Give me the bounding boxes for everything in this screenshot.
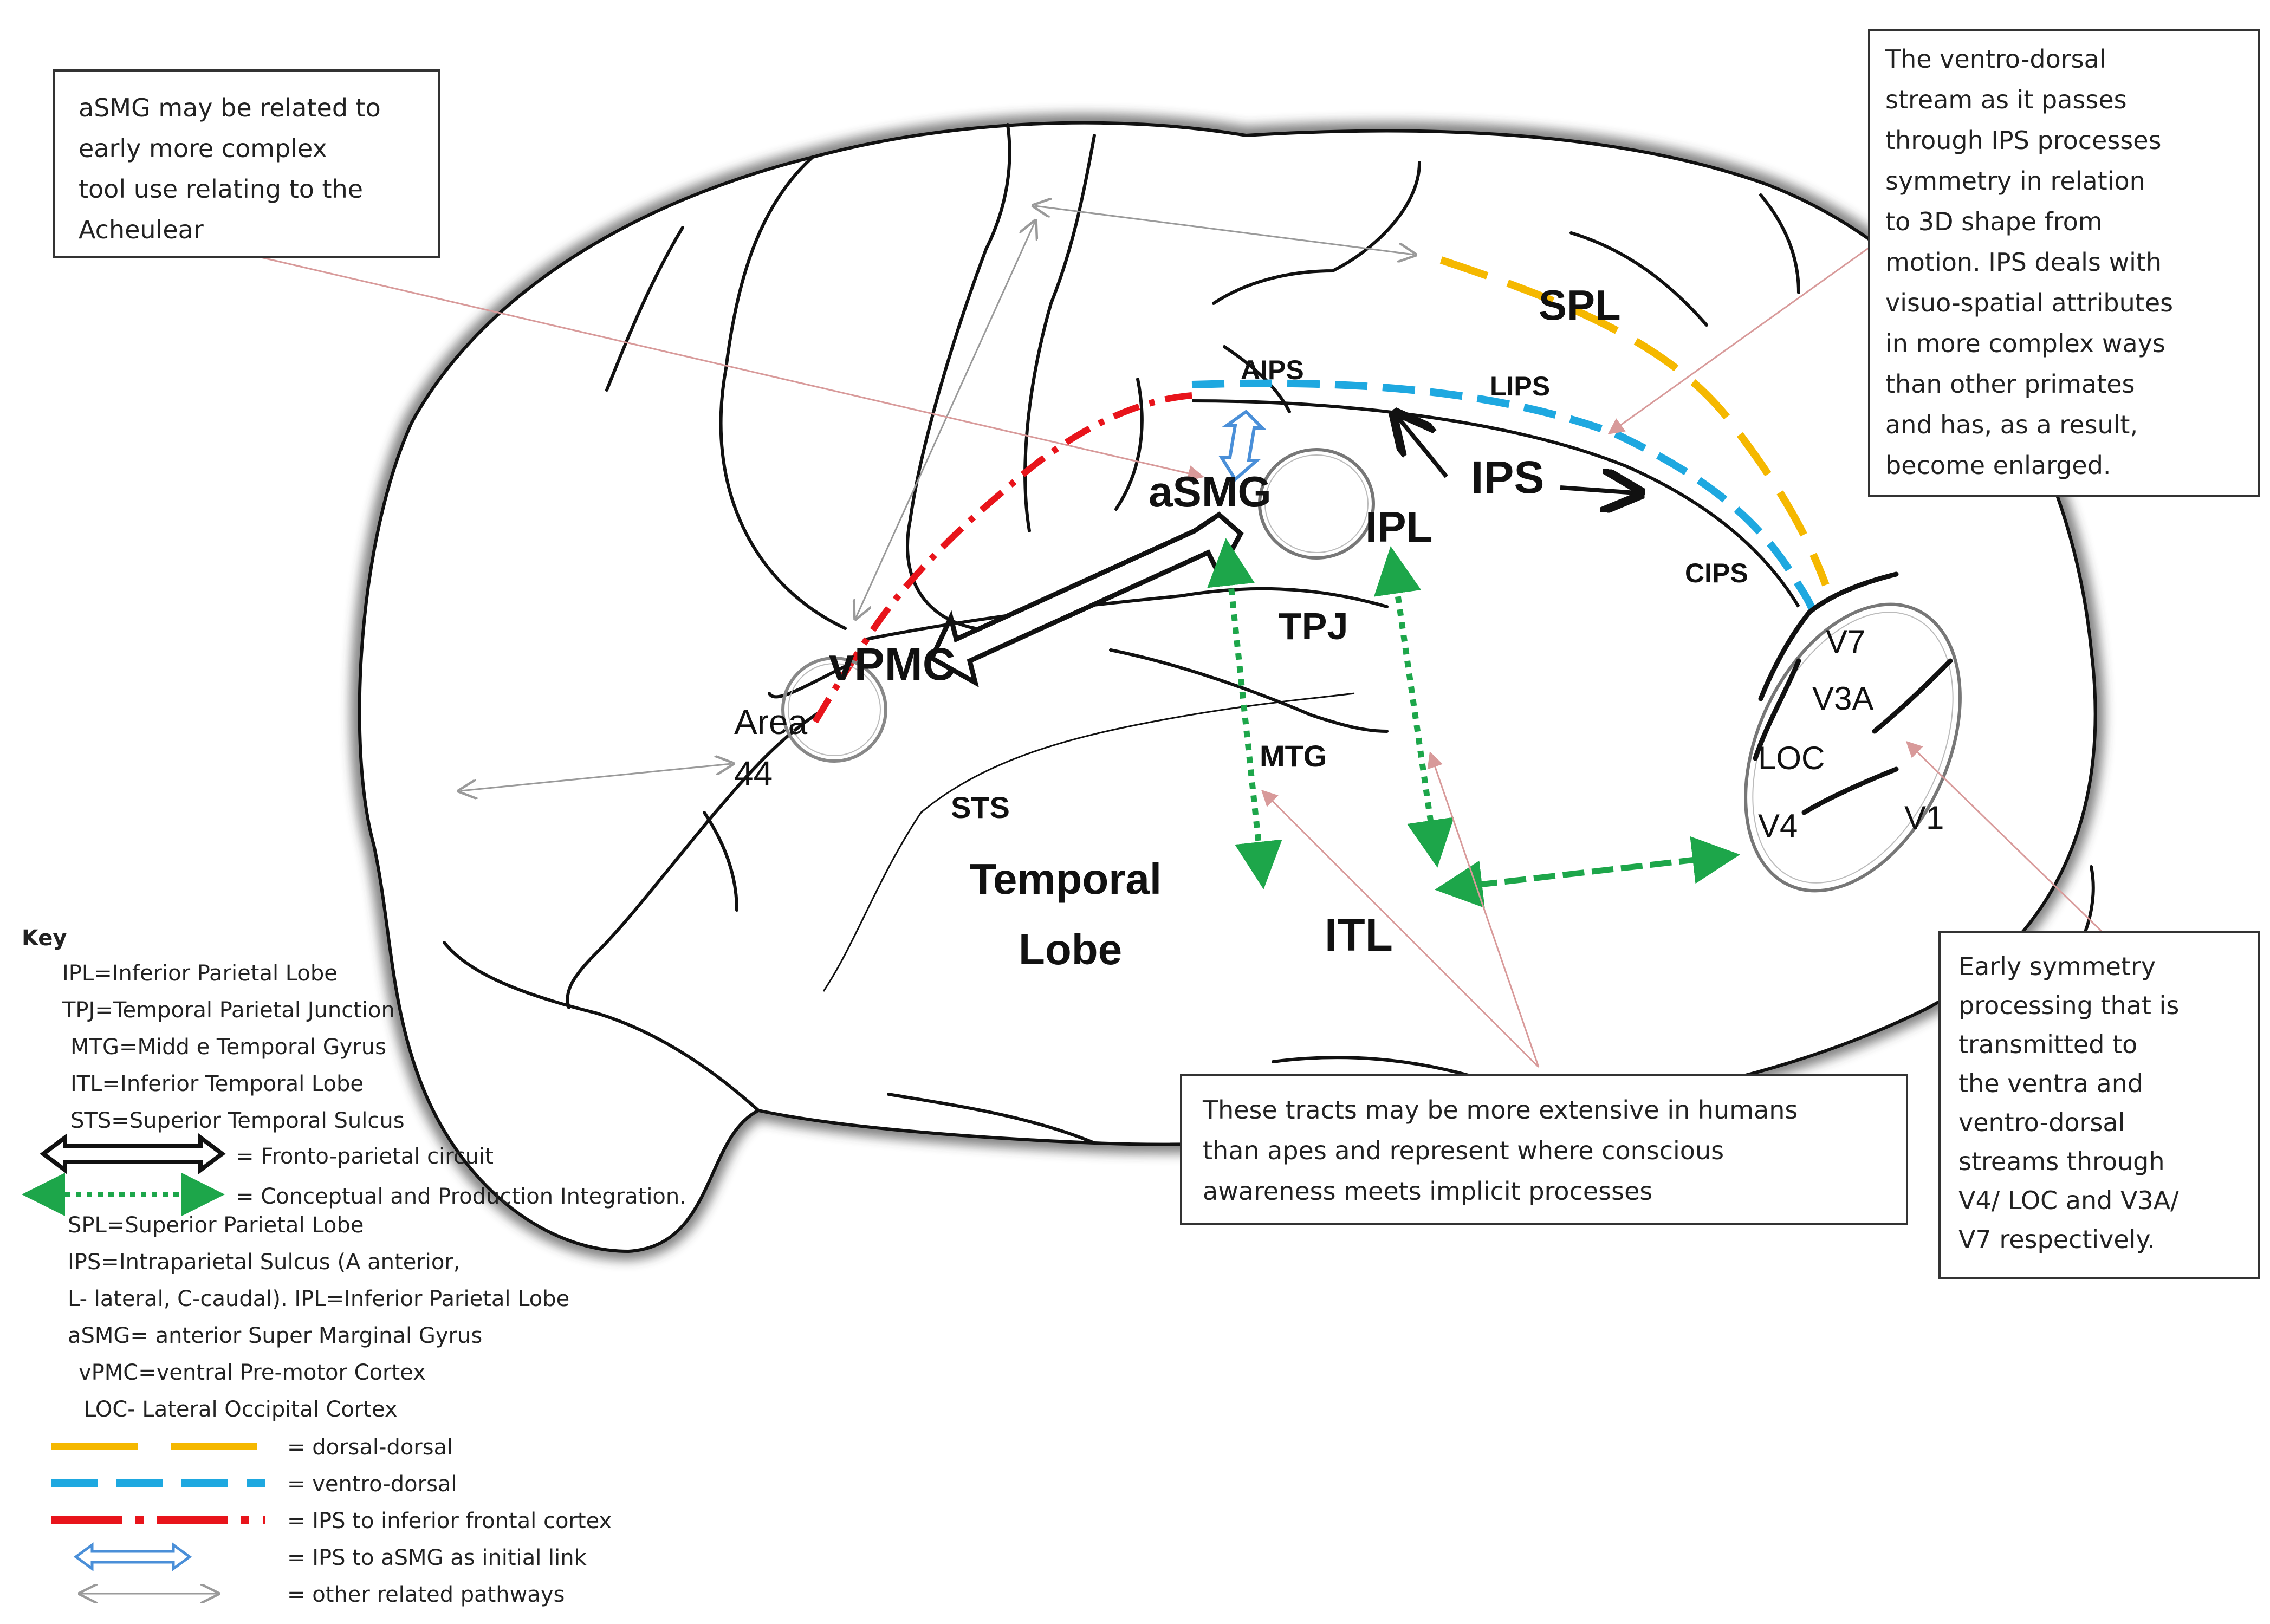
label-vpmc: vPMC [829, 639, 955, 690]
label-aips: AIPS [1241, 355, 1304, 385]
label-temporal: Temporal [970, 855, 1162, 903]
ips-asmg-link [1218, 410, 1267, 482]
key-abbrev: SPL=Superior Parietal Lobe [68, 1213, 364, 1238]
svg-text:to 3D shape from: to 3D shape from [1885, 207, 2103, 236]
tracts-callout-text: These tracts may be more extensive in hu… [1202, 1095, 1798, 1206]
svg-text:stream as it passes: stream as it passes [1885, 85, 2127, 114]
key-legend-label: = dorsal-dorsal [287, 1435, 453, 1460]
label-spl: SPL [1539, 281, 1621, 329]
key-abbrev: aSMG= anterior Super Marginal Gyrus [68, 1323, 482, 1348]
svg-text:ventro-dorsal: ventro-dorsal [1958, 1108, 2125, 1137]
key-abbrev: TPJ=Temporal Parietal Junction [62, 998, 395, 1023]
label-area-num: 44 [734, 754, 773, 793]
vpmc-circle [781, 657, 887, 763]
key-abbrev: vPMC=ventral Pre-motor Cortex [79, 1360, 426, 1385]
occipital-ellipse [1744, 602, 1962, 893]
ventro-dorsal-callout-box [1868, 29, 2260, 497]
key-fronto-parietal-swatch [40, 1133, 226, 1174]
label-v3a: V3A [1812, 680, 1873, 717]
label-tpj: TPJ [1279, 605, 1348, 647]
label-ips: IPS [1471, 452, 1544, 503]
label-itl: ITL [1325, 910, 1393, 960]
tracts-callout-box [1180, 1074, 1908, 1225]
label-loc: LOC [1758, 740, 1825, 776]
svg-text:V7 respectively.: V7 respectively. [1958, 1225, 2155, 1254]
key-abbrev: IPS=Intraparietal Sulcus (A anterior, [68, 1250, 461, 1275]
key-fronto-parietal-label: = Fronto-parietal circuit [236, 1144, 494, 1169]
key-ips-asmg-swatch [73, 1542, 192, 1571]
early-symmetry-callout-text: Early symmetry processing that is transm… [1958, 952, 2179, 1254]
key-abbrev: LOC- Lateral Occipital Cortex [84, 1397, 398, 1422]
ips-sulcus [1191, 399, 1800, 608]
label-lobe: Lobe [1019, 925, 1122, 973]
svg-text:streams through: streams through [1958, 1147, 2165, 1176]
svg-text:awareness meets implicit proce: awareness meets implicit processes [1203, 1177, 1652, 1206]
label-v1: V1 [1904, 800, 1944, 836]
dorsal-dorsal-stream [1439, 256, 1830, 587]
label-asmg: aSMG [1149, 467, 1272, 516]
svg-text:become enlarged.: become enlarged. [1885, 451, 2111, 480]
key-abbrev: L- lateral, C-caudal). IPL=Inferior Pari… [68, 1287, 569, 1311]
ips-arrows [1398, 417, 1636, 493]
vpmc-circle-inner [788, 663, 881, 756]
svg-text:symmetry in relation: symmetry in relation [1885, 166, 2145, 196]
key-legend: Key IPL=Inferior Parietal Lobe TPJ=Tempo… [22, 926, 686, 1607]
svg-text:Acheulear: Acheulear [79, 215, 204, 244]
label-v4: V4 [1758, 808, 1798, 844]
key-abbrev: ITL=Inferior Temporal Lobe [70, 1071, 364, 1096]
svg-text:These tracts may be more exten: These tracts may be more extensive in hu… [1202, 1095, 1798, 1125]
ventro-dorsal-callout-text: The ventro-dorsal stream as it passes th… [1885, 44, 2173, 480]
callout-lines [249, 243, 2103, 1068]
svg-text:and has, as a result,: and has, as a result, [1885, 410, 2138, 439]
svg-text:early more complex: early more complex [79, 134, 327, 163]
key-legend-label: = IPS to inferior frontal cortex [287, 1509, 612, 1534]
svg-text:in more complex ways: in more complex ways [1885, 329, 2165, 358]
key-abbrev: MTG=Midd e Temporal Gyrus [70, 1035, 386, 1060]
key-legend-label: = IPS to aSMG as initial link [287, 1545, 587, 1570]
label-ipl: IPL [1365, 503, 1432, 551]
key-legend-label: = ventro-dorsal [287, 1472, 457, 1497]
ventro-dorsal-stream [1191, 379, 1819, 623]
svg-text:The ventro-dorsal: The ventro-dorsal [1885, 44, 2106, 74]
svg-text:aSMG may be related to: aSMG may be related to [79, 93, 381, 122]
key-legend-label: = other related pathways [287, 1582, 565, 1607]
label-sts: STS [951, 790, 1010, 824]
key-abbrev: IPL=Inferior Parietal Lobe [62, 961, 338, 986]
svg-text:than other primates: than other primates [1885, 369, 2135, 399]
label-v7: V7 [1826, 623, 1865, 660]
svg-text:motion. IPS deals with: motion. IPS deals with [1885, 248, 2162, 277]
occipital-lines [1753, 571, 1953, 815]
early-symmetry-callout-box [1938, 931, 2260, 1279]
label-cips: CIPS [1685, 558, 1748, 588]
svg-text:V4/ LOC and V3A/: V4/ LOC and V3A/ [1958, 1186, 2179, 1215]
key-abbrev: STS=Superior Temporal Sulcus [70, 1108, 405, 1133]
conceptual-integration-links [1207, 538, 1740, 908]
svg-text:processing that is: processing that is [1958, 991, 2179, 1020]
svg-text:than apes and represent where: than apes and represent where conscious [1203, 1136, 1724, 1165]
asmg-callout-text: aSMG may be related to early more comple… [79, 93, 381, 244]
label-mtg: MTG [1260, 739, 1327, 773]
key-title: Key [22, 926, 67, 951]
svg-text:through IPS processes: through IPS processes [1885, 126, 2162, 155]
label-area: Area [734, 703, 808, 742]
asmg-circle [1258, 448, 1375, 560]
label-lips: LIPS [1490, 371, 1550, 401]
svg-text:Early symmetry: Early symmetry [1958, 952, 2156, 981]
svg-text:visuo-spatial attributes: visuo-spatial attributes [1885, 288, 2173, 317]
svg-text:the ventra and: the ventra and [1958, 1069, 2143, 1098]
key-conceptual-label: = Conceptual and Production Integration. [236, 1184, 686, 1209]
svg-text:tool use relating to the: tool use relating to the [79, 174, 363, 204]
svg-text:transmitted to: transmitted to [1958, 1030, 2137, 1059]
brain-folds [443, 123, 2095, 1145]
other-pathways [461, 206, 1414, 791]
asmg-callout-box [53, 69, 440, 258]
asmg-circle-inner [1264, 454, 1369, 553]
